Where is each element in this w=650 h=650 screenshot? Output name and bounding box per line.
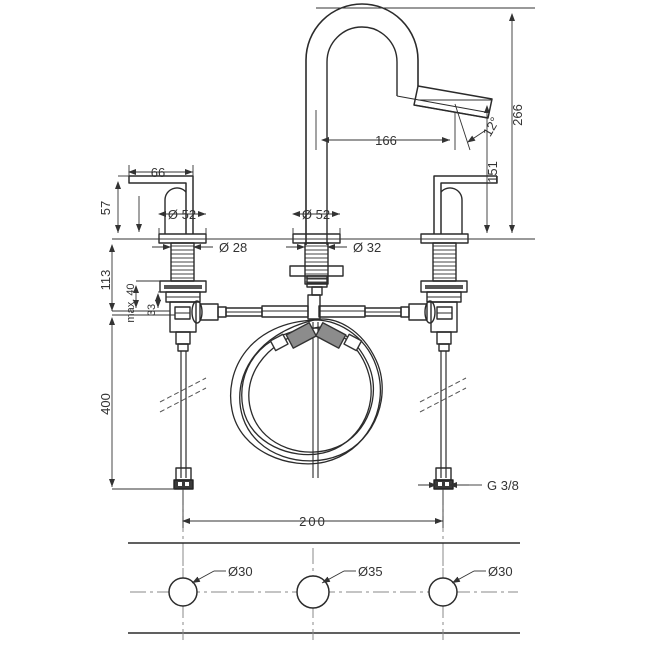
hose-connector-left bbox=[269, 322, 317, 352]
hose-connector-right bbox=[315, 322, 363, 352]
mounting-hole-plan bbox=[128, 542, 520, 640]
spout-flange bbox=[289, 233, 344, 296]
hole-center bbox=[296, 575, 330, 609]
hole-right bbox=[428, 577, 458, 607]
dim-flange-center: Ø 52 bbox=[302, 207, 330, 222]
dim-spout-reach: 166 bbox=[375, 133, 397, 148]
dim-shank-left: Ø 28 bbox=[219, 240, 247, 255]
dim-spout-angle: 12° bbox=[480, 114, 503, 139]
dim-below-deck: 113 bbox=[98, 270, 113, 291]
hole-label-center: Ø35 bbox=[358, 564, 383, 579]
dimension-layer bbox=[109, 7, 535, 528]
right-handle bbox=[420, 175, 498, 282]
left-handle bbox=[128, 175, 207, 282]
dim-handle-height: 57 bbox=[98, 201, 113, 215]
left-valve-body bbox=[159, 280, 263, 478]
spout-outline bbox=[305, 3, 493, 245]
hole-label-left: Ø30 bbox=[228, 564, 253, 579]
dim-handle-reach: 66 bbox=[151, 165, 165, 180]
dim-spout-height: 151 bbox=[485, 161, 500, 183]
dim-shank-center: Ø 32 bbox=[353, 240, 381, 255]
dim-flange-left: Ø 52 bbox=[168, 207, 196, 222]
break-line-icon bbox=[159, 377, 467, 413]
dim-total-height: 266 bbox=[510, 104, 525, 126]
flexible-hose-coil bbox=[230, 318, 383, 478]
dim-thread: G 3/8 bbox=[487, 478, 519, 493]
right-valve-body bbox=[364, 280, 468, 478]
dim-max-deck: max. 40 bbox=[125, 283, 137, 322]
dim-hole-spacing: 200 bbox=[299, 514, 327, 529]
dimension-text-layer: 266 151 166 12° 66 57 113 max. 40 33 400… bbox=[98, 104, 525, 579]
connecting-tubes bbox=[261, 294, 366, 320]
hole-label-right: Ø30 bbox=[488, 564, 513, 579]
hole-left bbox=[168, 577, 198, 607]
dim-supply-length: 400 bbox=[98, 393, 113, 415]
dim-valve-offset: 33 bbox=[146, 304, 158, 316]
